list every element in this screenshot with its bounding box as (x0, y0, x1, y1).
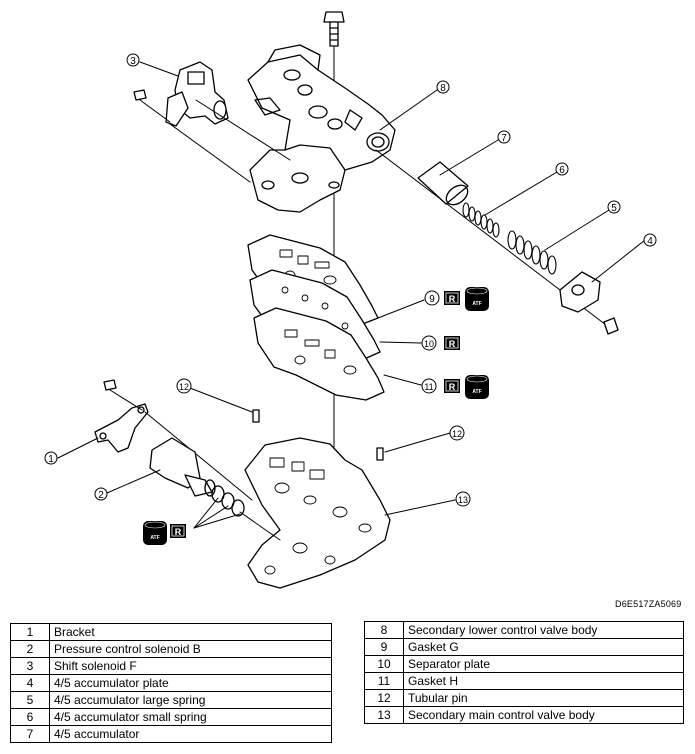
callout-6: 6 (555, 162, 569, 176)
replace-badge-10: R (444, 336, 460, 350)
atf-icon-2: ATF (143, 521, 167, 545)
svg-text:ATF: ATF (150, 535, 159, 541)
svg-text:13: 13 (458, 495, 468, 505)
svg-text:2: 2 (98, 490, 104, 501)
accumulator-assembly (375, 149, 619, 335)
replace-badge-9: R (444, 291, 460, 305)
svg-text:10: 10 (424, 339, 434, 349)
drawing-code: D6E517ZA5069 (615, 599, 682, 609)
svg-text:5: 5 (611, 203, 617, 214)
atf-icon-11: ATF (465, 375, 489, 399)
secondary-lower-control-valve-body (247, 44, 396, 213)
exploded-view-diagram: 3 8 7 6 5 4 9 10 11 12 12 13 1 2 R ATF R… (44, 11, 657, 589)
shift-solenoid-f (133, 61, 291, 183)
svg-text:11: 11 (424, 382, 433, 392)
svg-text:3: 3 (130, 56, 136, 67)
svg-text:R: R (449, 339, 456, 349)
callout-7: 7 (497, 130, 511, 144)
svg-text:8: 8 (440, 83, 446, 94)
callout-12-b: 12 (449, 425, 465, 441)
svg-text:12: 12 (452, 429, 462, 439)
callout-5: 5 (607, 200, 621, 214)
svg-text:ATF: ATF (472, 389, 481, 395)
svg-text:R: R (175, 527, 182, 537)
svg-text:4: 4 (647, 236, 653, 247)
bracket (94, 379, 253, 501)
svg-text:6: 6 (559, 165, 565, 176)
svg-text:R: R (449, 294, 456, 304)
callout-12-a: 12 (176, 378, 192, 394)
callout-4: 4 (643, 233, 657, 247)
svg-text:12: 12 (179, 382, 189, 392)
svg-text:1: 1 (48, 454, 54, 465)
callout-1: 1 (44, 451, 58, 465)
callout-11: 11 (421, 378, 437, 394)
svg-text:ATF: ATF (472, 301, 481, 307)
callout-10: 10 (421, 335, 437, 351)
svg-text:9: 9 (429, 294, 435, 305)
callout-2: 2 (94, 487, 108, 501)
callout-3: 3 (126, 53, 140, 67)
tubular-pin (252, 409, 384, 461)
replace-badge-11: R (444, 379, 460, 393)
svg-text:7: 7 (501, 133, 507, 144)
pressure-control-solenoid-b (149, 437, 281, 541)
leader-lines (57, 61, 646, 529)
atf-icon-9: ATF (465, 287, 489, 311)
callout-9: 9 (424, 290, 440, 306)
secondary-main-control-valve-body (244, 437, 391, 589)
callout-8: 8 (436, 80, 450, 94)
svg-text:R: R (449, 382, 456, 392)
gasket-h (253, 307, 385, 401)
callout-13: 13 (455, 491, 471, 507)
replace-badge-2: R (170, 524, 186, 538)
